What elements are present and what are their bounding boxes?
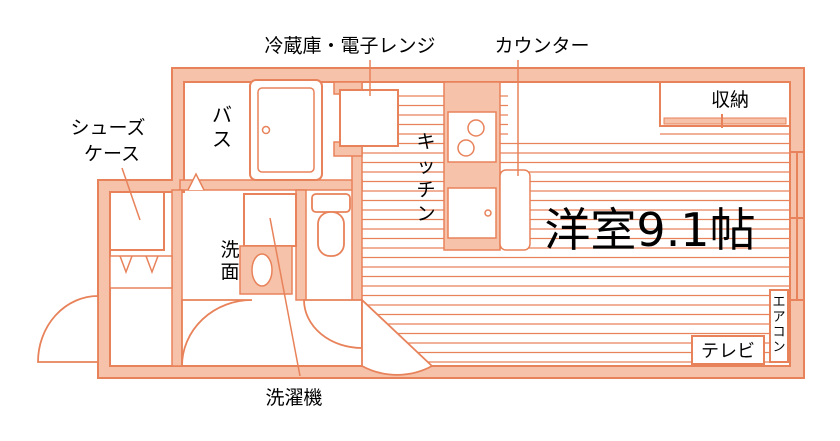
east-window (790, 151, 804, 301)
fridge-microwave-space (339, 89, 399, 147)
toilet-door-swing (303, 299, 363, 349)
tv-label: テレビ (701, 341, 755, 362)
bath-area (187, 79, 323, 191)
room-label: 洋室9.1帖 (544, 203, 755, 257)
leader-lines (121, 60, 519, 377)
kitchen-counter (499, 169, 531, 251)
stove-burner-2 (457, 139, 475, 157)
wall-bath-divider (179, 179, 363, 191)
wall-shoe-divider (171, 189, 183, 367)
washroom-door-swing (181, 299, 253, 367)
stove-burner-1 (467, 119, 485, 137)
wall-laundry-east (295, 189, 307, 301)
bath-label: バス (212, 103, 232, 151)
aircon-box: エアコン (769, 289, 789, 363)
shoe-case-label-line2: ケース (84, 143, 140, 165)
kitchen-label: キッチン (416, 131, 435, 225)
counter-label: カウンター (494, 35, 589, 57)
aircon-label: エアコン (772, 295, 785, 355)
toilet (303, 193, 363, 349)
entrance-door-swing (37, 295, 99, 363)
storage-closet: 収納 (659, 81, 791, 128)
shoe-case (109, 191, 165, 251)
room-door-swing (361, 297, 434, 376)
fridge-microwave-label: 冷蔵庫・電子レンジ (264, 35, 435, 57)
shoe-case-label-line1: シューズ (70, 117, 145, 139)
washbasin-label: 洗面 (220, 239, 239, 283)
storage-label: 収納 (711, 89, 749, 111)
entrance-area (37, 191, 173, 363)
washing-machine-label: 洗濯機 (265, 387, 322, 409)
kitchen-unit (443, 81, 531, 251)
tv-box: テレビ (691, 335, 765, 365)
washbasin-sink (251, 253, 273, 287)
